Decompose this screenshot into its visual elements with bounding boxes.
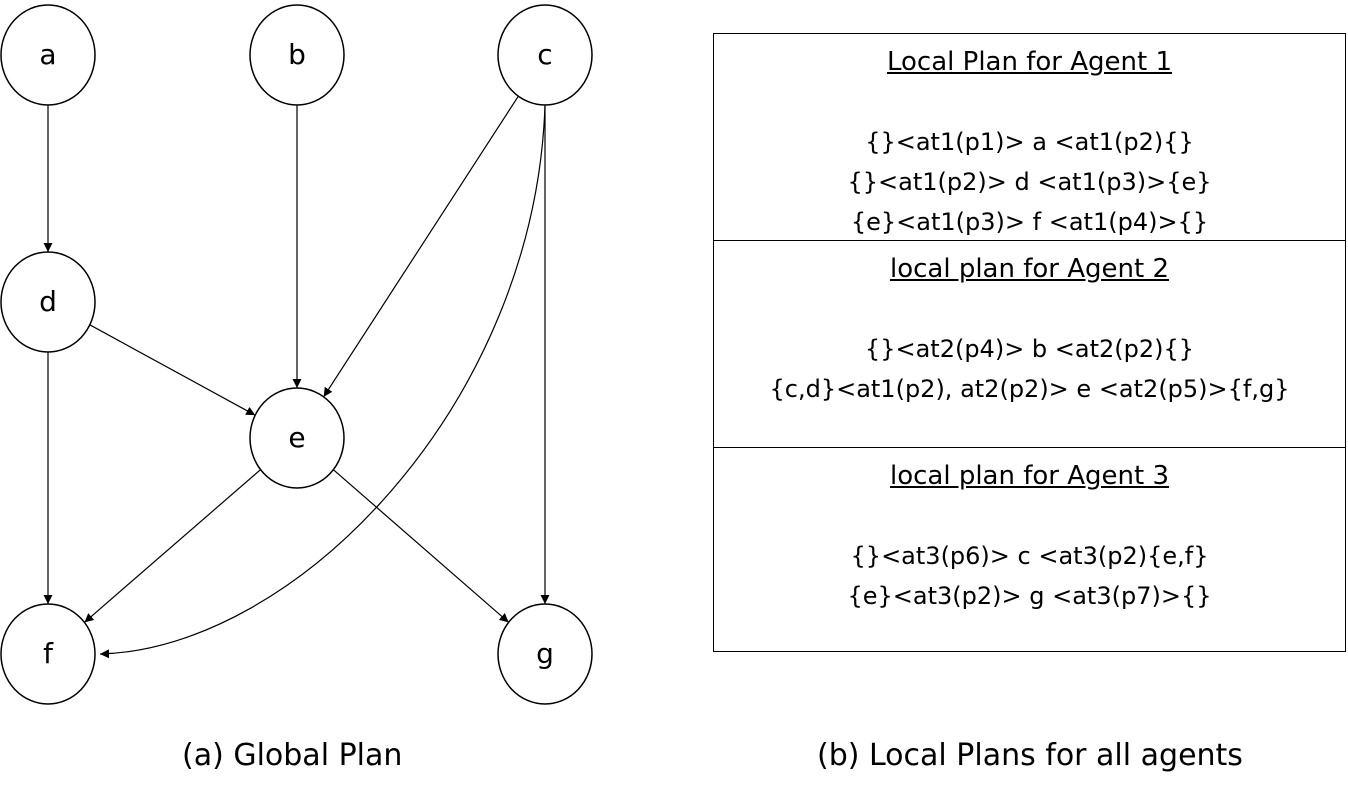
edge-d-e (89, 324, 256, 416)
node-f-label: f (43, 637, 54, 670)
node-b-circle (249, 4, 345, 106)
edge-c-e (323, 95, 519, 398)
node-e-circle (249, 387, 345, 489)
node-b-label: b (288, 38, 306, 71)
agent-2-plan-section: local plan for Agent 2 {}<at2(p4)> b <at… (714, 240, 1345, 447)
node-a: a (0, 4, 96, 106)
node-e-label: e (288, 421, 305, 454)
node-d: d (0, 251, 96, 353)
edge-c-f (99, 104, 546, 659)
local-plans-caption: (b) Local Plans for all agents (817, 738, 1243, 773)
agent-1-plan-section: Local Plan for Agent 1 {}<at1(p1)> a <at… (714, 34, 1345, 240)
agent-3-plan-line: {}<at3(p6)> c <at3(p2){e,f} (850, 542, 1209, 570)
node-d-circle (0, 251, 96, 353)
agent-2-plan-line: {c,d}<at1(p2), at2(p2)> e <at2(p5)>{f,g} (769, 375, 1290, 403)
agent-3-plan-title: local plan for Agent 3 (889, 461, 1170, 491)
node-a-label: a (39, 38, 56, 71)
agent-1-plan-line: {e}<at1(p3)> f <at1(p4)>{} (850, 208, 1209, 236)
node-a-circle (0, 4, 96, 106)
agent-2-plan-title: local plan for Agent 2 (889, 254, 1170, 284)
local-plans-panel: Local Plan for Agent 1 {}<at1(p1)> a <at… (713, 33, 1346, 652)
node-g-label: g (536, 637, 554, 670)
agent-1-plan-line: {}<at1(p2)> d <at1(p3)>{e} (847, 168, 1212, 196)
agent-1-plan-title: Local Plan for Agent 1 (886, 47, 1172, 77)
edge-e-g (332, 469, 510, 623)
agent-1-plan-line: {}<at1(p1)> a <at1(p2){} (865, 128, 1194, 156)
edge-e-f (84, 469, 261, 623)
agent-3-plan-section: local plan for Agent 3 {}<at3(p6)> c <at… (714, 447, 1345, 652)
node-g-circle (497, 603, 593, 705)
agent-3-plan-line: {e}<at3(p2)> g <at3(p7)>{} (847, 582, 1212, 610)
node-d-label: d (39, 285, 57, 318)
node-e: e (249, 387, 345, 489)
node-g: g (497, 603, 593, 705)
node-b: b (249, 4, 345, 106)
global-plan-caption: (a) Global Plan (182, 738, 403, 773)
global-plan-graph: a b c d e f g (0, 4, 593, 705)
node-c: c (497, 4, 593, 106)
node-f: f (0, 603, 96, 705)
node-c-circle (497, 4, 593, 106)
node-f-circle (0, 603, 96, 705)
node-c-label: c (537, 38, 552, 71)
agent-2-plan-line: {}<at2(p4)> b <at2(p2){} (864, 335, 1195, 363)
